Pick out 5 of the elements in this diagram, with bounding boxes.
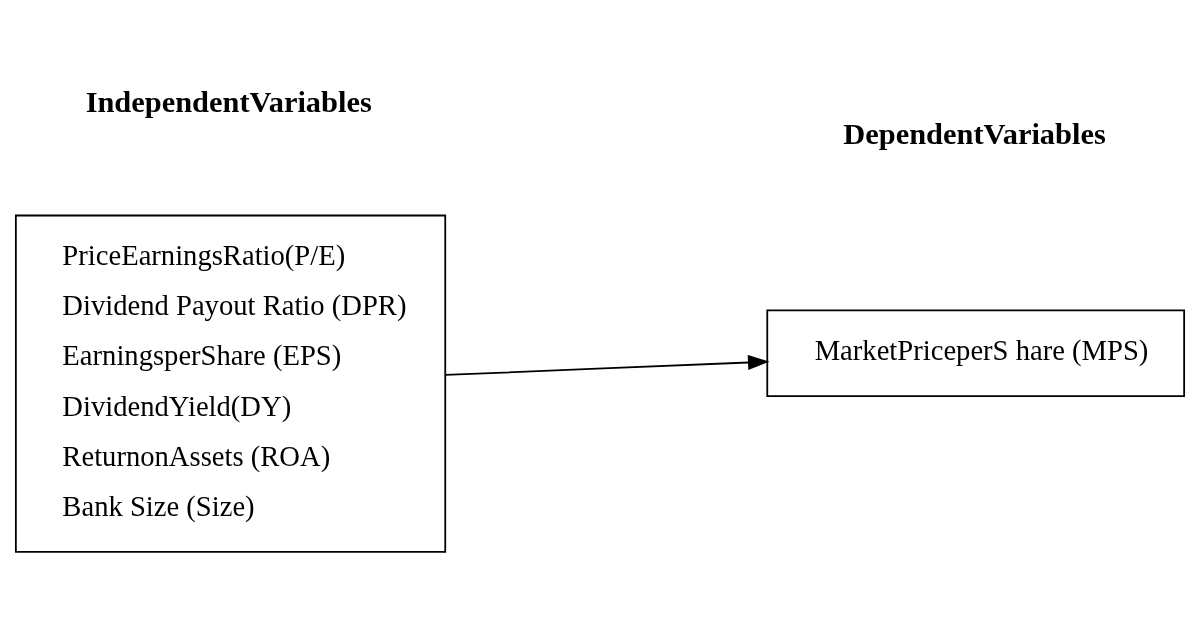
node-box: PriceEarningsRatio(P/E) Dividend Payout Ratio (DPR) EarningsperShare (EPS) DividendYield(DY) ReturnonAssets (ROA) Bank Size (Size) <box>14 214 447 553</box>
label: IndependentVariables <box>85 84 372 119</box>
label: DependentVariables <box>843 117 1106 152</box>
arrow <box>444 355 770 376</box>
node-box: MarketPriceperS hare (MPS) <box>766 309 1186 398</box>
